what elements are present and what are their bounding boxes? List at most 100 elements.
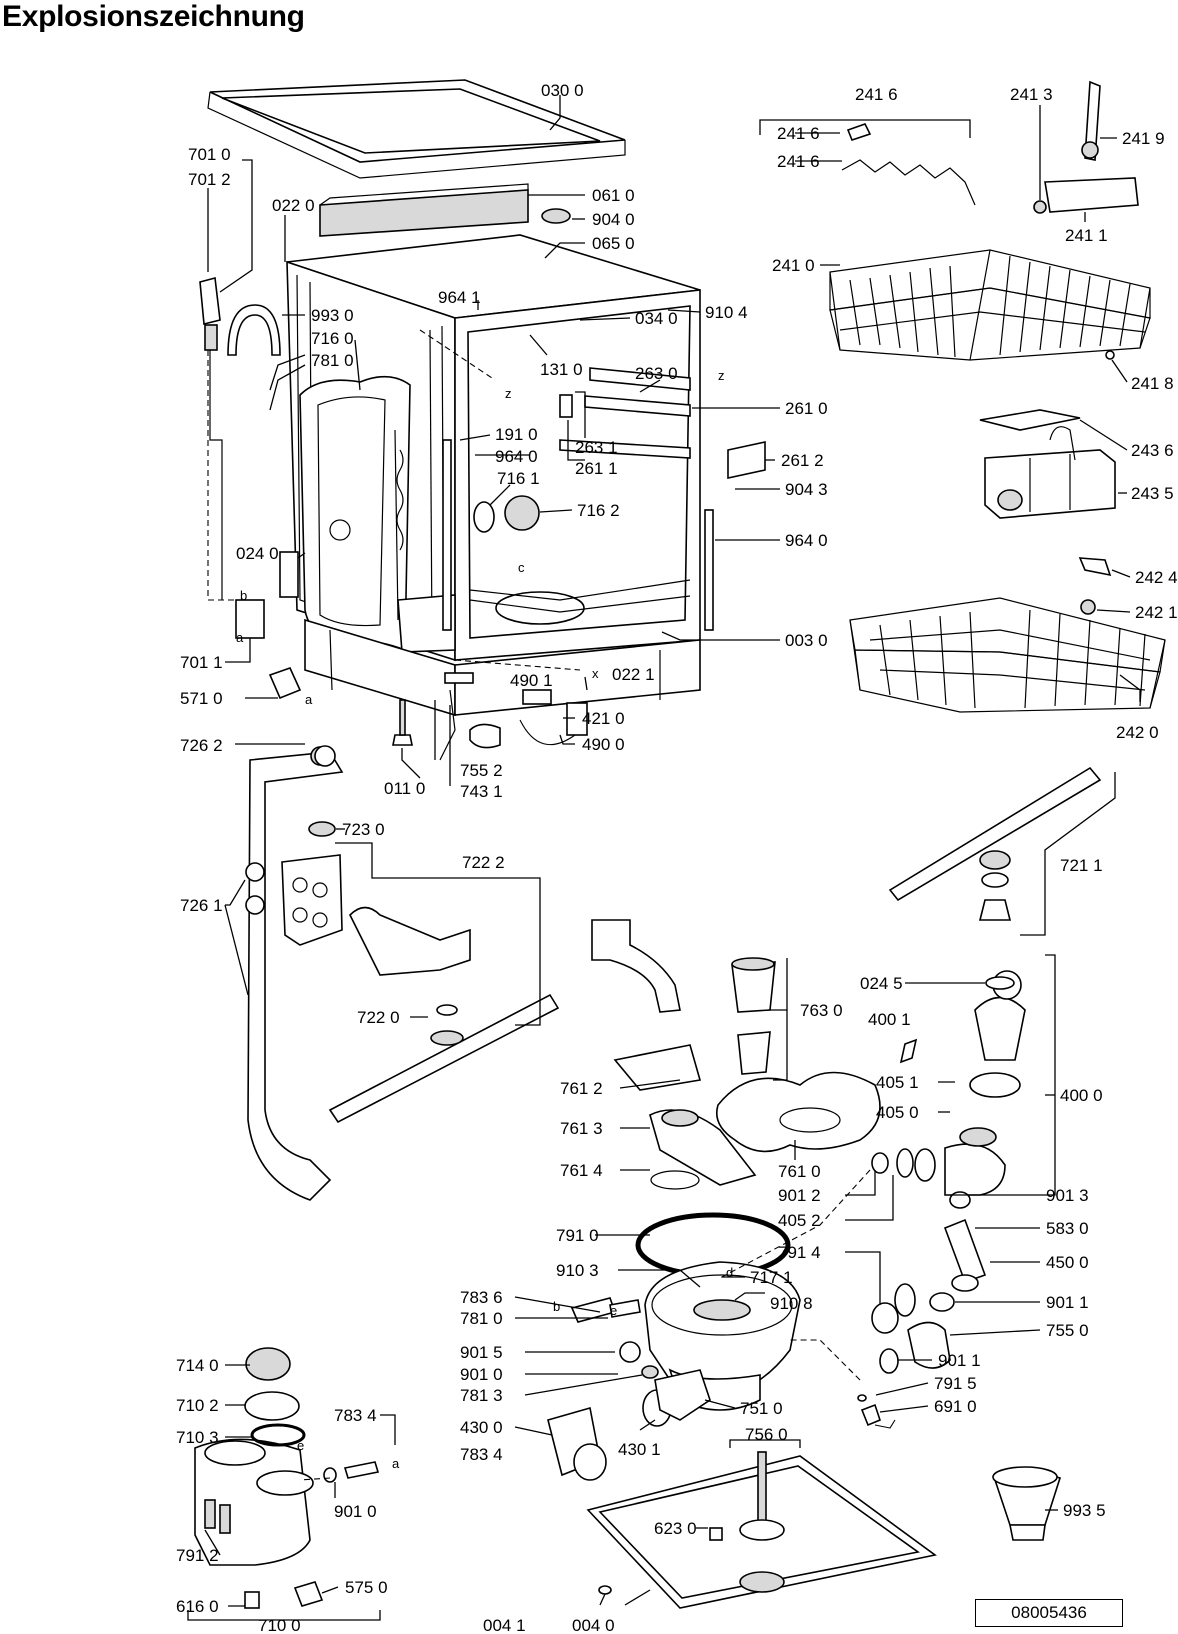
callout-901-2: 901 2: [778, 1186, 821, 1205]
callout-791-4: 791 4: [778, 1243, 821, 1262]
callout-400-0: 400 0: [1060, 1086, 1103, 1105]
base-frame: [304, 618, 701, 717]
callout-034-0: 034 0: [635, 309, 678, 328]
callout-755-2: 755 2: [460, 761, 503, 780]
page-title: Explosionszeichnung: [2, 0, 305, 33]
callout-405-1: 405 1: [876, 1073, 919, 1092]
base-plate-part: [586, 1451, 937, 1609]
sensor-691-part: [857, 1394, 896, 1429]
connector-letter-d: d: [726, 1265, 733, 1280]
supply-pipe-part: [245, 746, 344, 1201]
tub-frame: [286, 234, 701, 662]
callout-726-2: 726 2: [180, 736, 223, 755]
connector-letter-b1: b: [240, 588, 247, 603]
connector-letter-x: x: [592, 666, 599, 681]
callout-761-4: 761 4: [560, 1161, 603, 1180]
document-number-box: 08005436: [975, 1599, 1123, 1627]
ring-710-2-part: [244, 1391, 300, 1421]
callout-701-2: 701 2: [188, 170, 231, 189]
callout-910-8: 910 8: [770, 1294, 813, 1313]
nut-781-3: [641, 1365, 659, 1379]
softener-part: [194, 1438, 314, 1566]
callout-904-3: 904 3: [785, 480, 828, 499]
callout-241-6b: 241 6: [777, 124, 820, 143]
upper-spray-arm-part: [888, 766, 1102, 921]
lower-basket-part: [849, 597, 1166, 713]
callout-405-2: 405 2: [778, 1211, 821, 1230]
callout-261-2: 261 2: [781, 451, 824, 470]
callout-761-3: 761 3: [560, 1119, 603, 1138]
callout-901-0a: 901 0: [460, 1365, 503, 1384]
connector-letter-e2: e: [297, 1438, 304, 1453]
callout-011-0: 011 0: [384, 779, 425, 798]
upper-basket-part: [829, 249, 1151, 361]
insulation-pad-part: [319, 183, 529, 237]
callout-964-0b: 964 0: [785, 531, 828, 550]
callout-571-0: 571 0: [180, 689, 223, 708]
part-575-0: [293, 1581, 324, 1607]
callout-450-0: 450 0: [1046, 1253, 1089, 1272]
callout-242-4: 242 4: [1135, 568, 1178, 587]
cup-rack-part: [1044, 177, 1139, 213]
callout-964-1: 964 1: [438, 288, 481, 307]
filter-part: [731, 957, 776, 1075]
panel-part: [279, 551, 299, 598]
callout-783-4a: 783 4: [460, 1445, 503, 1464]
callout-003-0: 003 0: [785, 631, 828, 650]
callout-061-0: 061 0: [592, 186, 635, 205]
filter-plate-part: [716, 1071, 881, 1153]
callout-191-0: 191 0: [495, 425, 538, 444]
sump-bracket-part: [613, 1044, 757, 1190]
callout-716-1: 716 1: [497, 469, 540, 488]
connector-letter-a1: a: [236, 630, 244, 645]
drain-pump-part: [943, 1191, 987, 1292]
heater-pump-part: [871, 1143, 1006, 1196]
callout-726-1: 726 1: [180, 896, 223, 915]
callout-263-0: 263 0: [635, 364, 678, 383]
callout-490-1: 490 1: [510, 671, 553, 690]
spray-arm-support-part: [281, 854, 343, 946]
callout-791-5: 791 5: [934, 1374, 977, 1393]
callout-241-1: 241 1: [1065, 226, 1108, 245]
callout-714-0: 714 0: [176, 1356, 219, 1375]
callout-241-3: 241 3: [1010, 85, 1053, 104]
motor-part: [959, 970, 1026, 1147]
roller-242-1-part: [1080, 599, 1096, 615]
callout-763-0: 763 0: [800, 1001, 843, 1020]
callout-761-2: 761 2: [560, 1079, 603, 1098]
callout-583-0: 583 0: [1046, 1219, 1089, 1238]
check-valve-part: [323, 1461, 380, 1483]
callout-241-6a: 241 6: [855, 85, 898, 104]
clip-400-1-part: [899, 1038, 918, 1064]
sump-part: [644, 1261, 801, 1411]
callout-261-1: 261 1: [575, 459, 618, 478]
callout-131-0: 131 0: [540, 360, 583, 379]
connector-letter-a2: a: [305, 692, 313, 707]
callout-004-0: 004 0: [572, 1616, 615, 1634]
callout-030-0: 030 0: [541, 81, 584, 100]
callout-722-2: 722 2: [462, 853, 505, 872]
connector-letter-c: c: [518, 560, 525, 575]
sensor-parts: [439, 672, 588, 761]
callout-400-1: 400 1: [868, 1010, 911, 1029]
heater-element-part: [570, 1297, 641, 1363]
callout-024-5: 024 5: [860, 974, 903, 993]
document-number: 08005436: [1011, 1603, 1087, 1622]
valve-430-part: [547, 1406, 607, 1481]
callout-490-0: 490 0: [582, 735, 625, 754]
callout-721-1: 721 1: [1060, 856, 1103, 875]
callout-421-0: 421 0: [582, 709, 625, 728]
callout-901-1a: 901 1: [1046, 1293, 1089, 1312]
callout-781-0b: 781 0: [460, 1309, 503, 1328]
valve-part: [199, 276, 223, 600]
nut-part: [314, 745, 336, 767]
drain-tube-part: [591, 919, 681, 1013]
leader-lines: [187, 95, 1141, 1621]
callout-743-1: 743 1: [460, 782, 503, 801]
callout-964-0a: 964 0: [495, 447, 538, 466]
clip-242-4-part: [1078, 557, 1112, 577]
callout-242-1: 242 1: [1135, 603, 1178, 622]
funnel-part: [992, 1466, 1062, 1541]
rack-arm-part: [1084, 80, 1101, 161]
